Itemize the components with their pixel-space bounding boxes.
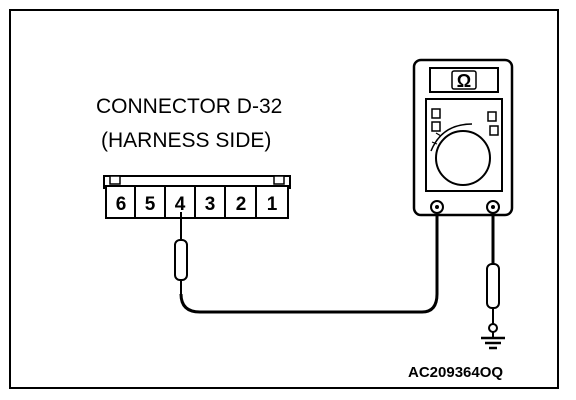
pin-label: 3 [205, 194, 216, 215]
selector-dial [435, 130, 491, 186]
pin-label: 2 [236, 194, 247, 215]
test-probe [174, 212, 188, 294]
ground-lead [486, 213, 500, 333]
connector-d32: 6 5 4 3 2 1 [103, 175, 291, 219]
figure-border [9, 9, 559, 389]
ohmmeter: Ω [412, 58, 514, 217]
pin-label: 6 [116, 194, 127, 215]
test-lead-wire [179, 209, 439, 314]
pin-label: 5 [145, 194, 156, 215]
ground-symbol-icon [481, 332, 505, 350]
ohm-symbol: Ω [457, 71, 471, 91]
connector-subtitle: (HARNESS SIDE) [101, 129, 271, 152]
connector-title: CONNECTOR D-32 [96, 95, 282, 118]
figure-code: AC209364OQ [408, 364, 503, 381]
pin-label: 1 [267, 194, 278, 215]
pin-label: 4 [175, 194, 186, 215]
